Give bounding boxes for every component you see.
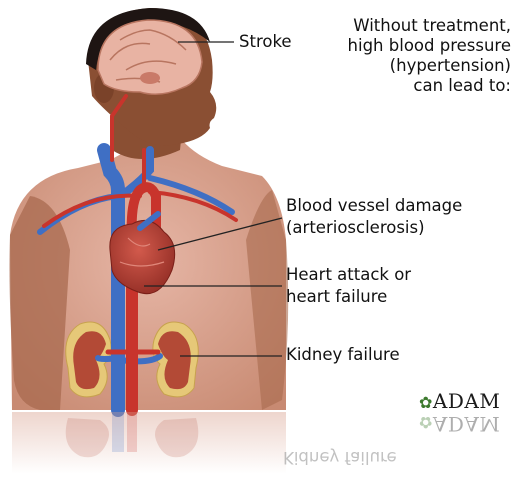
head [86,8,216,145]
label-blood-vessel-damage: Blood vessel damage [286,196,462,216]
logo-reflection-text: ADAM [433,412,500,436]
label-arteriosclerosis: (arteriosclerosis) [286,218,425,238]
intro-text: Without treatment, high blood pressure (… [348,16,511,96]
label-kidney-failure: Kidney failure [286,345,400,365]
intro-line-1: Without treatment, [348,16,511,36]
kidney-label-reflection: Kidney failure [283,448,397,467]
label-heart-attack: Heart attack or [286,265,411,285]
adam-logo-reflection: ✿ADAM [419,412,500,436]
reflection [12,412,286,474]
leaf-icon: ✿ [419,393,433,412]
intro-line-2: high blood pressure [348,36,511,56]
label-heart-failure: heart failure [286,287,387,307]
intro-line-4: can lead to: [348,76,511,96]
adam-logo: ✿ADAM [419,389,500,413]
intro-line-3: (hypertension) [348,56,511,76]
label-stroke: Stroke [239,32,292,52]
logo-text: ADAM [433,389,500,413]
